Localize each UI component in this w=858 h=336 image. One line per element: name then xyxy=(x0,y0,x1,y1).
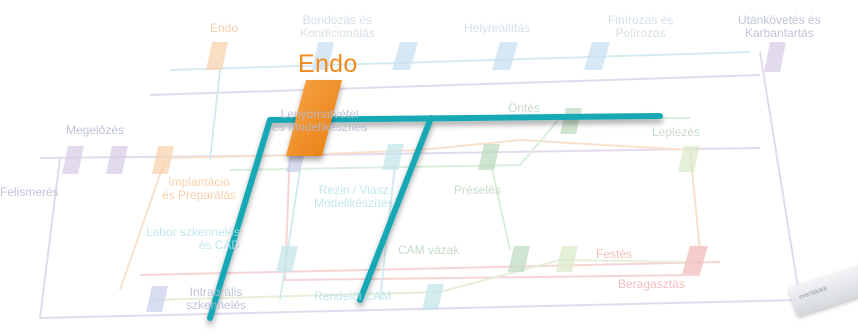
node-impl xyxy=(152,146,174,174)
stage-label-lenyomatvetel: Lenyomatvétel és Modellkészítés xyxy=(272,107,368,134)
stage-label-implantacio: Implantáció és Preparálás xyxy=(162,175,237,202)
stage-label-endo: Endo xyxy=(210,21,239,35)
stage-label-leplezes: Leplezés xyxy=(652,125,701,139)
node-felis xyxy=(106,146,128,174)
stage-label-festes: Festés xyxy=(596,247,633,261)
stage-label-preseles: Préselés xyxy=(454,183,501,197)
product-stamp-text: everStick® xyxy=(798,286,829,301)
node-labor xyxy=(276,246,298,272)
background-nodes xyxy=(62,42,786,312)
node-utan xyxy=(764,42,786,72)
background-network xyxy=(39,51,802,319)
highlighted-route xyxy=(207,113,663,321)
stage-label-beragasztas: Beragasztás xyxy=(618,277,685,291)
stage-label-rezin: Rezin / Viasz Modellkészítés xyxy=(314,183,394,210)
stage-label-intraoralis: Intraorális szkennelés xyxy=(186,285,247,312)
stage-label-bondozas: Bondozás és Kondicionálás xyxy=(300,13,375,40)
node-finir xyxy=(584,42,610,70)
node-helyre-1 xyxy=(392,42,418,70)
stage-label-helyreallitas: Helyreállítás xyxy=(464,21,531,35)
node-leplezes xyxy=(678,146,700,172)
stage-label-rendeloi-cam: Rendelői CAM xyxy=(314,289,392,303)
node-cam xyxy=(508,246,530,272)
stage-label-utankovetes: Utánkövetés és Karbantartás xyxy=(738,13,821,40)
stage-label-finirozas: Finírozás és Polírozás xyxy=(608,13,674,40)
node-ontes xyxy=(560,108,582,134)
node-preseles xyxy=(478,144,500,170)
stage-label-labor: Labor szkennelés és CAD xyxy=(146,225,241,252)
node-festes-1 xyxy=(556,246,578,272)
node-festes-2 xyxy=(682,246,708,274)
node-rezin xyxy=(382,144,404,170)
highlight-title: Endo xyxy=(298,50,358,78)
node-bondozas xyxy=(312,42,334,70)
stage-label-ontes: Öntés xyxy=(508,101,541,115)
endo-highlight-node[interactable] xyxy=(286,80,342,156)
node-endo-top xyxy=(206,42,228,70)
node-helyre-2 xyxy=(492,42,518,70)
stage-label-megelozes: Megelőzés xyxy=(66,123,125,137)
node-megelozes xyxy=(62,146,84,174)
node-rendeloi xyxy=(422,284,444,310)
node-intra xyxy=(146,286,168,312)
stage-label-cam-vazak: CAM vázak xyxy=(398,243,460,257)
stage-label-felismeres: Felismerés xyxy=(0,185,59,199)
